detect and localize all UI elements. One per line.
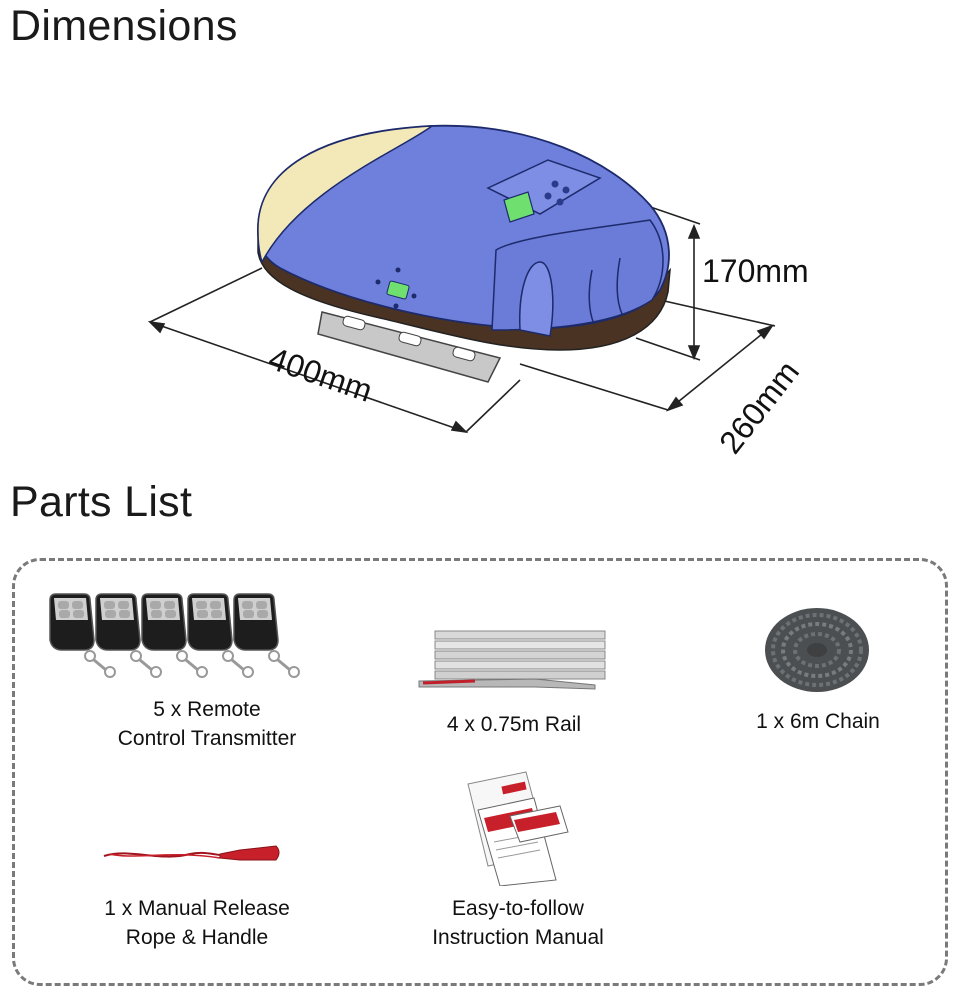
release-caption-line1: 1 x Manual Release	[104, 897, 290, 920]
height-label: 170mm	[702, 253, 809, 289]
chain-image	[765, 608, 869, 692]
opener-dimension-drawing	[147, 124, 776, 434]
control-panel	[486, 159, 602, 223]
dimensions-title: Dimensions	[10, 2, 238, 50]
remotes-caption: 5 x Remote Control Transmitter	[52, 695, 362, 753]
release-rope-image	[103, 845, 280, 861]
opener-light-cover	[257, 125, 435, 264]
remote-controls-image	[49, 592, 301, 679]
indicator-lights	[375, 267, 417, 309]
release-caption-line2: Rope & Handle	[125, 926, 269, 949]
parts-list-panel	[12, 558, 948, 986]
mounting-bracket	[317, 311, 502, 383]
manual-caption: Easy-to-follow Instruction Manual	[408, 894, 628, 952]
parts-list-title: Parts List	[10, 478, 193, 526]
manual-caption-line1: Easy-to-follow	[452, 897, 584, 920]
remotes-caption-line2: Control Transmitter	[117, 727, 297, 750]
release-caption: 1 x Manual Release Rope & Handle	[52, 894, 342, 952]
manual-caption-line2: Instruction Manual	[432, 926, 604, 949]
release-lever	[519, 261, 554, 337]
remotes-caption-line1: 5 x Remote	[153, 698, 261, 721]
rails-image	[418, 630, 606, 690]
rails-caption: 4 x 0.75m Rail	[446, 713, 582, 736]
chain-caption: 1 x 6m Chain	[756, 710, 880, 733]
manual-image	[467, 771, 569, 886]
